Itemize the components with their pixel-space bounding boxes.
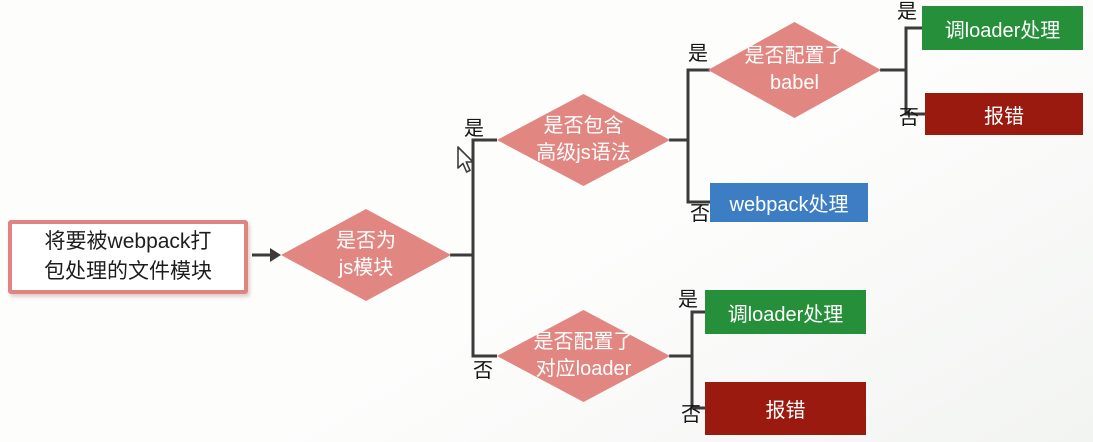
- result-webpack-process: webpack处理: [710, 183, 868, 222]
- edge-label-yes-js-module: 是: [464, 118, 484, 140]
- edge-label-yes-advanced-js: 是: [688, 43, 708, 65]
- edge-label-no-js-module: 否: [473, 360, 493, 382]
- decision-loader-configured: 是否配置了 对应loader: [497, 310, 670, 402]
- result-call-loader-top-label: 调loader处理: [944, 19, 1061, 42]
- edge-trunk-branches: [471, 138, 497, 358]
- decision-contains-advanced-js-label: 是否包含 高级js语法: [536, 115, 631, 164]
- arrowhead-icon: [270, 248, 281, 262]
- result-error-top-label: 报错: [984, 105, 1024, 128]
- result-error-bottom: 报错: [705, 382, 866, 435]
- result-webpack-process-label: webpack处理: [729, 194, 849, 216]
- decision-contains-advanced-js: 是否包含 高级js语法: [497, 94, 670, 186]
- decision-is-js-module-label: 是否为 js模块: [336, 230, 396, 279]
- edge-label-yes-loader: 是: [678, 289, 698, 311]
- edge-label-no-advanced-js: 否: [690, 203, 710, 225]
- decision-is-js-module: 是否为 js模块: [281, 209, 451, 301]
- edge-label-no-loader: 否: [681, 404, 701, 426]
- edge-loader-branches: [690, 310, 706, 410]
- result-call-loader-bottom: 调loader处理: [705, 290, 866, 334]
- result-error-top: 报错: [925, 93, 1083, 135]
- edge-label-no-babel: 否: [899, 107, 919, 129]
- result-call-loader-bottom-label: 调loader处理: [727, 303, 844, 326]
- decision-babel-configured: 是否配置了 babel: [708, 22, 881, 118]
- result-call-loader-top: 调loader处理: [922, 6, 1083, 50]
- mouse-cursor-icon: [457, 146, 474, 173]
- edge-advanced-js-branches: [686, 68, 711, 204]
- decision-babel-configured-label: 是否配置了 babel: [744, 45, 845, 94]
- start-node-label: 将要被webpack打 包处理的文件模块: [44, 229, 212, 283]
- result-error-bottom-label: 报错: [765, 400, 806, 422]
- edge-label-yes-babel: 是: [897, 1, 917, 23]
- decision-loader-configured-label: 是否配置了 对应loader: [533, 331, 634, 380]
- start-node: 将要被webpack打 包处理的文件模块: [8, 220, 248, 294]
